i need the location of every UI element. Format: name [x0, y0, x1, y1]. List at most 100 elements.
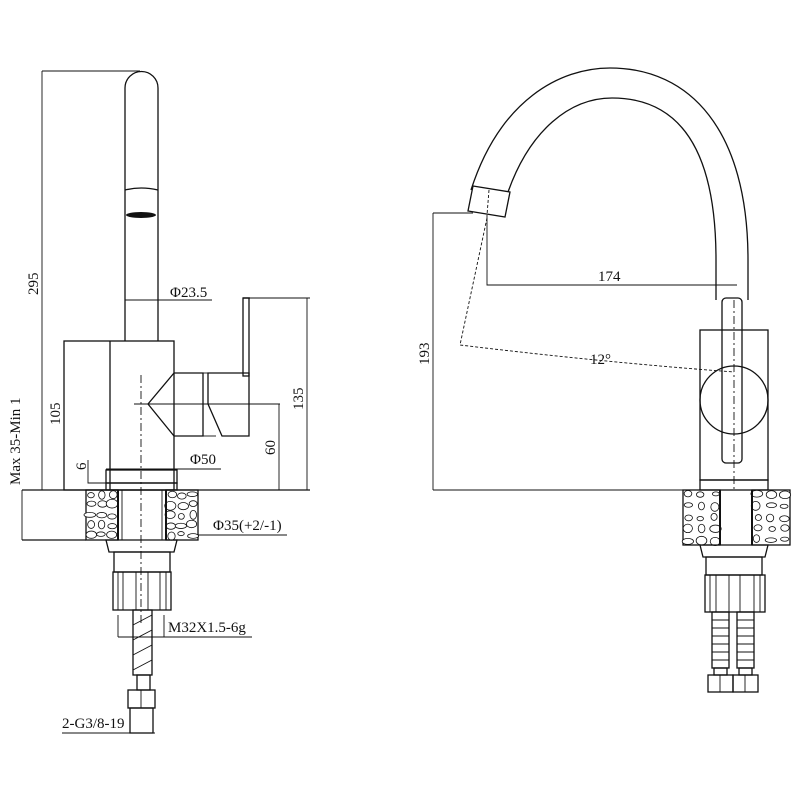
stone-texture [83, 490, 200, 541]
stone-pebble [681, 537, 694, 545]
stone-pebble [86, 500, 97, 507]
base-ring [105, 469, 178, 484]
right-view: 193 174 12° [417, 67, 792, 693]
dim-label-60: 60 [263, 440, 279, 455]
spout-inner [507, 97, 717, 300]
stone-pebble [177, 513, 185, 520]
stone-pebble [768, 526, 776, 532]
stone-pebble [164, 500, 177, 511]
dim-line-thread [117, 615, 252, 638]
stone-pebble [105, 498, 119, 509]
stone-pebble [710, 513, 718, 521]
dim-label-d35: Φ35(+2/-1) [213, 518, 282, 534]
dim-line-295 [41, 70, 140, 490]
stone-pebble [85, 530, 97, 539]
stone-pebble [87, 492, 95, 499]
stone-pebble [96, 531, 106, 537]
stone-pebble [87, 520, 96, 529]
aerator-outlet [126, 212, 156, 218]
spout-outer [470, 67, 749, 300]
stone-pebble [106, 530, 118, 539]
stone-pebble [187, 533, 200, 539]
stone-pebble [697, 523, 706, 534]
cartridge-housing [147, 372, 204, 437]
stone-pebble [177, 492, 187, 500]
stone-pebble [107, 513, 117, 520]
dim-label-d50: Φ50 [190, 452, 216, 468]
stone-pebble [750, 489, 764, 498]
stone-pebble [766, 502, 777, 509]
stone-pebble [96, 512, 108, 519]
handle-lever [242, 297, 250, 377]
stone-pebble [684, 514, 693, 522]
dim-label-193: 193 [417, 343, 433, 366]
stone-pebble [97, 500, 108, 508]
hose-fitting [136, 674, 151, 691]
spout-tube [124, 70, 159, 341]
hose-connector [129, 707, 154, 734]
mounting-washer [699, 544, 769, 558]
stone-pebble [189, 509, 197, 520]
dim-label-6: 6 [74, 462, 90, 470]
stone-pebble [83, 511, 97, 518]
dim-line-193 [432, 212, 700, 491]
dim-label-135: 135 [291, 388, 307, 411]
stone-pebble [98, 490, 106, 500]
stone-pebble [683, 490, 693, 498]
dim-line-12deg [459, 217, 735, 373]
aerator-line [124, 187, 159, 191]
base-ring [699, 479, 769, 491]
dim-label-295: 295 [26, 273, 42, 296]
hose-left [707, 611, 734, 693]
stone-pebble [779, 503, 789, 509]
aerator [467, 185, 511, 218]
dim-line-135 [249, 297, 310, 490]
mounting-nut [113, 551, 171, 573]
stone-pebble [682, 523, 693, 534]
stone-pebble [778, 490, 792, 500]
stone-pebble [695, 535, 708, 546]
stone-texture [681, 489, 792, 546]
stone-pebble [753, 524, 763, 532]
dim-label-105: 105 [48, 403, 64, 426]
stone-pebble [698, 501, 705, 511]
hose-right [732, 611, 759, 693]
stone-pebble [779, 515, 790, 523]
stone-pebble [186, 519, 198, 529]
dim-line-174 [486, 215, 737, 286]
stone-pebble [710, 502, 720, 512]
stone-pebble [709, 536, 721, 546]
stone-pebble [696, 491, 705, 498]
stone-pebble [109, 490, 118, 500]
stone-pebble [683, 502, 693, 508]
stone-pebble [167, 490, 178, 499]
stone-pebble [752, 534, 761, 543]
stone-pebble [764, 537, 777, 543]
stone-pebble [765, 490, 778, 500]
stone-pebble [186, 491, 198, 497]
stone-pebble [188, 500, 198, 507]
dim-line-6 [87, 460, 106, 484]
left-view: 295 Φ23.5 135 105 Max 35-Min 1 60 6 Φ50 … [8, 70, 310, 734]
mounting-nut-ribbed [704, 574, 766, 613]
stone-pebble [177, 531, 185, 537]
dim-label-hose: 2-G3/8-19 [62, 716, 125, 732]
stone-pebble [709, 524, 722, 533]
stone-pebble [177, 502, 189, 511]
dim-label-12deg: 12° [590, 352, 611, 368]
handle-lever [721, 297, 743, 464]
stone-pebble [107, 523, 118, 530]
hose-hex-nut [127, 689, 156, 709]
stone-pebble [165, 522, 177, 530]
mounting-nut-ribbed [112, 571, 172, 611]
stone-pebble [765, 513, 775, 523]
stone-pebble [711, 491, 720, 497]
cartridge-cap [207, 372, 250, 437]
dim-label-countertop: Max 35-Min 1 [8, 398, 24, 486]
stone-pebble [97, 519, 106, 530]
stone-pebble [754, 514, 762, 521]
dim-label-thread: M32X1.5-6g [168, 620, 246, 636]
stone-pebble [174, 522, 187, 529]
dim-label-d23: Φ23.5 [170, 285, 207, 301]
